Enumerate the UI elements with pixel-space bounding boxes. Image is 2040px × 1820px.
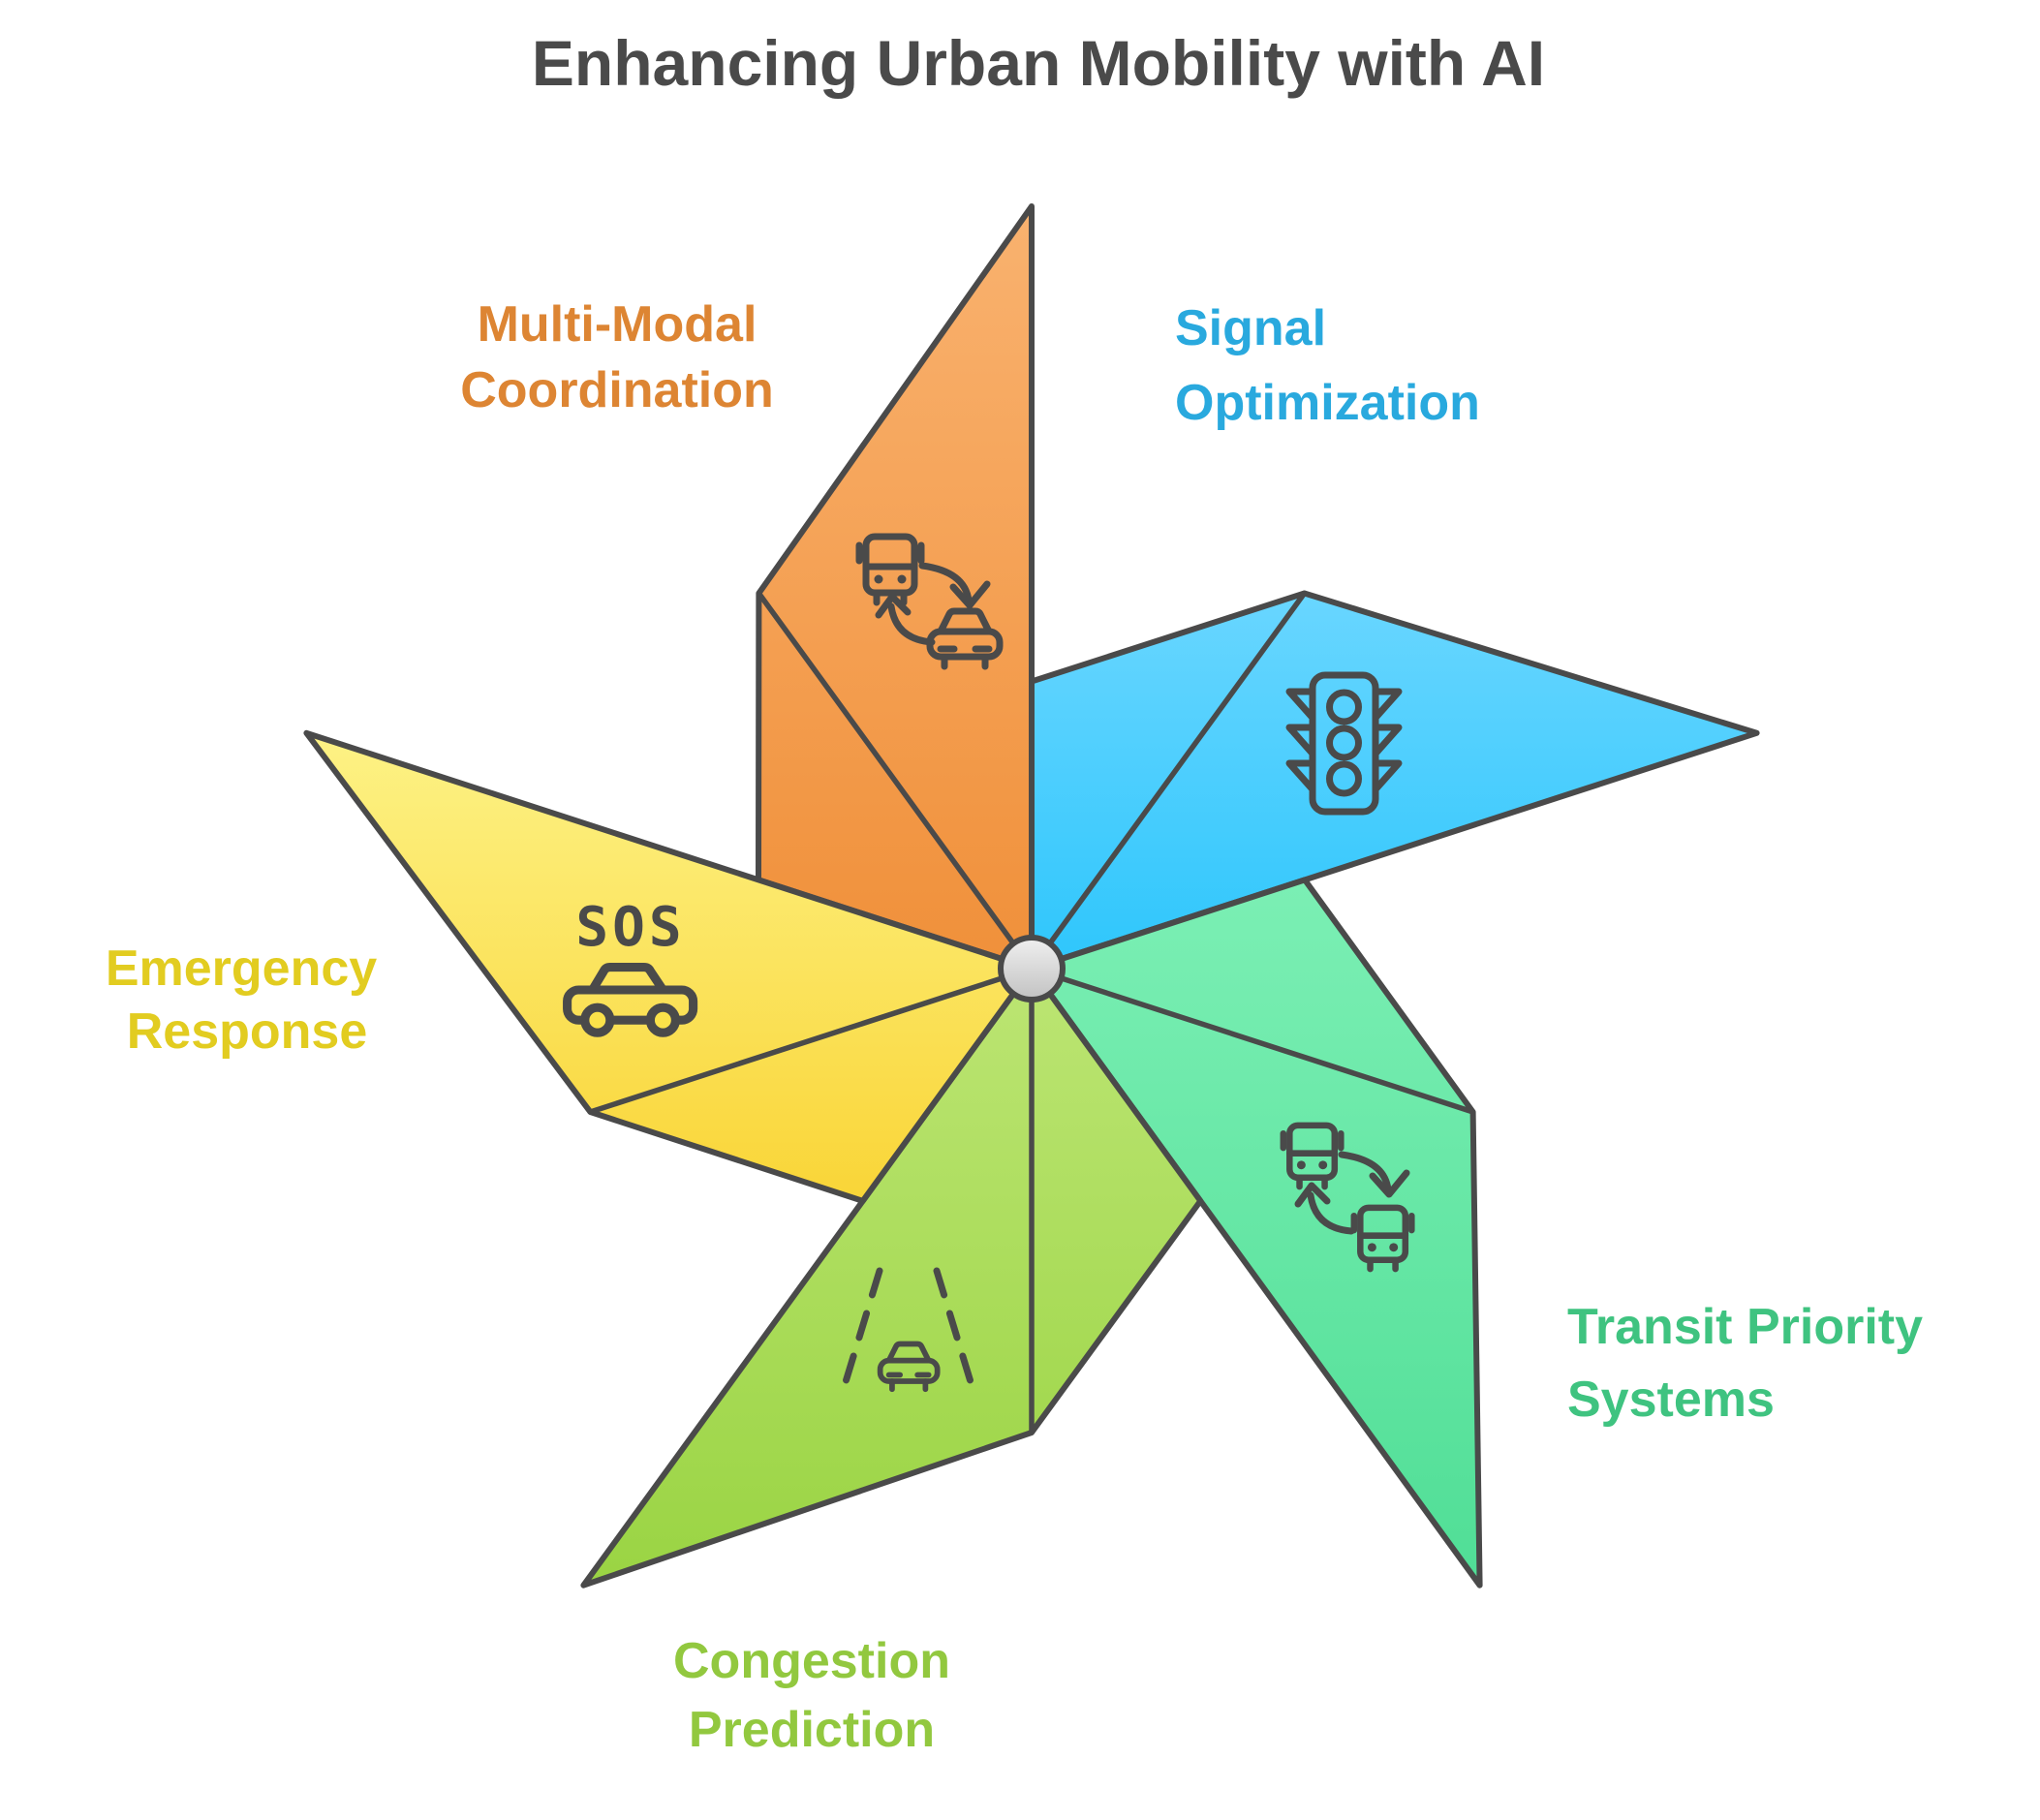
bus-front-glyph: [1280, 1122, 1345, 1190]
blade-signal-optimization: [1029, 590, 1760, 972]
page-title: Enhancing Urban Mobility with AI: [532, 27, 1545, 99]
label-congestion-line1: Congestion: [673, 1633, 950, 1689]
fold-line: [1029, 590, 1308, 972]
label-transit-line2: Systems: [1567, 1372, 1775, 1428]
arrowhead: [949, 580, 991, 609]
pinwheel-hub: [998, 935, 1066, 1003]
exchange-arrow: [1338, 1151, 1392, 1193]
blade-labels: Multi-Modal Coordination Signal Optimiza…: [106, 296, 1923, 1758]
traffic-light-icon: [1285, 671, 1403, 816]
arrowhead: [875, 593, 912, 619]
label-multi-modal-line1: Multi-Modal: [478, 296, 757, 353]
fold-line: [587, 966, 1035, 1115]
sos-car-icon: SOS: [563, 896, 698, 1037]
bus-front-glyph: [855, 533, 925, 606]
car-front-glyph: [926, 607, 1004, 670]
exchange-arrow: [918, 562, 973, 604]
bus-front-glyph: [1350, 1204, 1415, 1273]
label-multi-modal-line2: Coordination: [460, 362, 774, 418]
label-transit-line1: Transit Priority: [1567, 1299, 1923, 1355]
arrowhead: [1294, 1182, 1331, 1208]
label-signal-line2: Optimization: [1175, 375, 1480, 431]
exchange-arrow: [1307, 1191, 1355, 1235]
label-emergency-line2: Response: [127, 1003, 368, 1060]
exchange-arrow: [887, 602, 936, 646]
arrowhead: [1369, 1169, 1410, 1198]
car-side-glyph: [563, 963, 698, 1037]
bus-car-exchange-icon: [855, 533, 1004, 670]
car-road-icon: [837, 1267, 979, 1402]
lane-line: [837, 1267, 883, 1402]
label-signal-line1: Signal: [1175, 300, 1326, 356]
fold-line: [1029, 966, 1476, 1115]
label-emergency-line1: Emergency: [106, 941, 377, 997]
sos-label: SOS: [575, 896, 685, 959]
car-front-glyph: [877, 1341, 941, 1393]
lane-line: [933, 1267, 979, 1402]
label-congestion-line2: Prediction: [689, 1702, 935, 1758]
bus-bus-exchange-icon: [1280, 1122, 1415, 1273]
fold-line: [756, 590, 1035, 972]
blade-multi-modal-coordination: [756, 203, 1035, 972]
